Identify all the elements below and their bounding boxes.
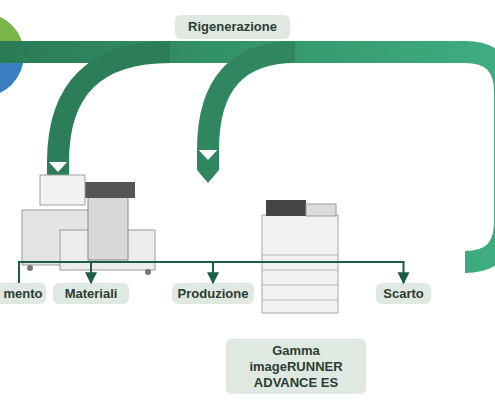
chevron-gap (8, 250, 16, 274)
part-block (88, 190, 128, 260)
drawer-line (262, 300, 338, 301)
wheel (27, 265, 33, 271)
materials-illustration (22, 175, 155, 275)
stage-label: Rigenerazione (175, 15, 290, 39)
part-block (40, 175, 85, 205)
label-text: Produzione (178, 286, 249, 302)
drawer-line (262, 255, 338, 256)
flow-connector (91, 262, 213, 283)
flow-connector (19, 262, 91, 283)
loop-band (58, 52, 170, 162)
label-text: mento (4, 286, 43, 302)
label-text: Scarto (383, 286, 423, 302)
label-text: Materiali (65, 286, 118, 302)
loop-band (208, 52, 295, 150)
loop-arrowhead (197, 148, 219, 183)
printer-panel (306, 204, 336, 216)
chevron-gap (156, 250, 164, 274)
part-top (80, 182, 135, 198)
stage-label: Produzione (172, 283, 254, 304)
stage-label: mento (0, 283, 46, 304)
wheel (145, 269, 151, 275)
stage-label: Scarto (376, 283, 431, 304)
label-text: Gamma imageRUNNER ADVANCE ES (244, 343, 348, 391)
chevron-gap (364, 250, 372, 274)
printer-illustration (262, 200, 338, 313)
product-label: Gamma imageRUNNER ADVANCE ES (226, 339, 366, 394)
drawer-line (262, 285, 338, 286)
stage-label: Materiali (53, 283, 129, 304)
flow-connector (213, 262, 404, 283)
drawer-line (262, 270, 338, 271)
label-text: Rigenerazione (188, 19, 277, 35)
printer-body (262, 215, 338, 313)
printer-scanner (266, 200, 306, 216)
